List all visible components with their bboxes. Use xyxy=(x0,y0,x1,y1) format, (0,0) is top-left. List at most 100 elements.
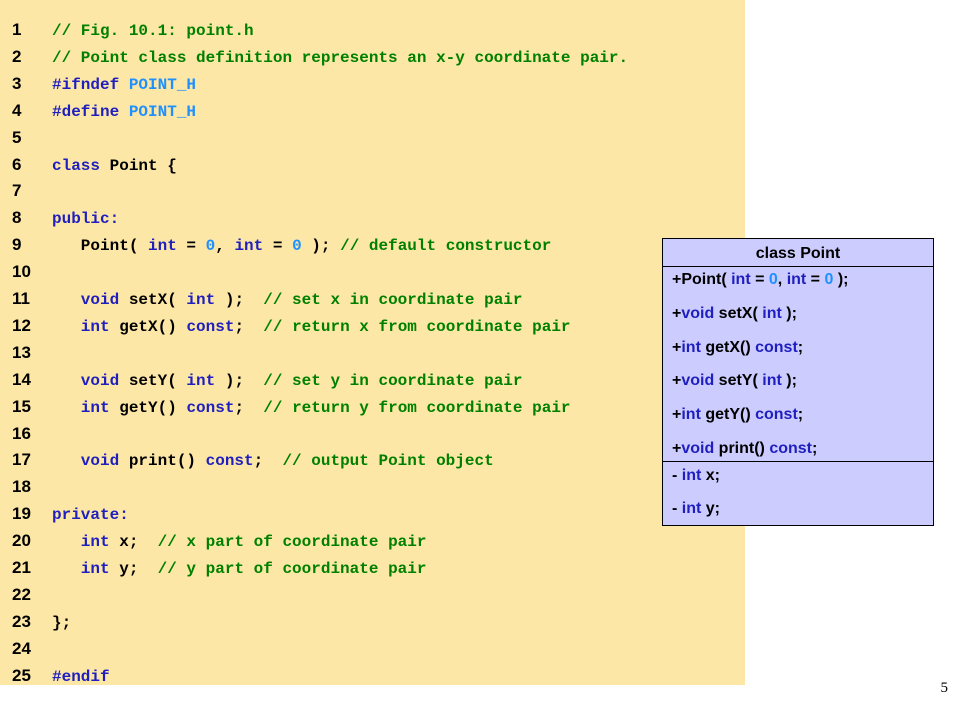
code-line: 3 #ifndef POINT_H xyxy=(0,74,745,100)
code-line: 1 // Fig. 10.1: point.h xyxy=(0,20,745,46)
uml-token: + xyxy=(672,406,682,424)
code-token: }; xyxy=(52,613,72,632)
line-number: 2 xyxy=(12,46,22,66)
code-token: // output Point object xyxy=(282,452,494,471)
code-token: POINT_H xyxy=(128,102,197,121)
code-line: 15 int getY() const; // return y from co… xyxy=(0,397,745,423)
line-number: 1 xyxy=(12,20,22,39)
line-number: 23 xyxy=(12,611,31,631)
uml-token: getY() xyxy=(700,406,756,424)
uml-operation: +Point( int = 0, int = 0 ); xyxy=(672,271,848,293)
code-text: // Fig. 10.1: point.h xyxy=(52,22,254,40)
code-token: // Fig. 10.1: point.h xyxy=(52,22,254,40)
uml-class-diagram: class Point +Point( int = 0, int = 0 );+… xyxy=(662,238,934,526)
code-token: void xyxy=(52,371,129,390)
uml-operation: +void setX( int ); xyxy=(672,305,797,327)
code-token: #ifndef xyxy=(52,75,129,94)
code-token: private: xyxy=(52,506,129,525)
code-line: 11 void setX( int ); // set x in coordin… xyxy=(0,289,745,315)
code-token: // return y from coordinate pair xyxy=(263,398,571,417)
code-token: int xyxy=(148,237,177,256)
uml-operation: +int getY() const; xyxy=(672,406,803,428)
uml-token: = xyxy=(750,271,769,288)
line-number: 21 xyxy=(12,558,31,577)
code-token: public: xyxy=(52,210,120,229)
uml-token: const xyxy=(755,406,798,424)
line-number: 9 xyxy=(12,235,22,255)
code-token: getY() xyxy=(119,398,187,417)
code-token: // set x in coordinate pair xyxy=(263,291,523,309)
code-token: ); xyxy=(215,291,264,309)
code-text: void setX( int ); // set x in coordinate… xyxy=(52,291,523,309)
uml-token: getX() xyxy=(700,338,756,356)
line-number: 3 xyxy=(12,73,22,93)
uml-operation: +void print() const; xyxy=(672,440,817,462)
uml-token: ); xyxy=(781,304,797,322)
code-token: // Point class definition represents an … xyxy=(52,48,629,67)
uml-token: int xyxy=(731,271,751,288)
code-line: 24 xyxy=(0,639,745,665)
code-line: 17 void print() const; // output Point o… xyxy=(0,450,745,476)
code-token: int xyxy=(52,317,120,336)
slide-number: 5 xyxy=(940,680,949,696)
code-line: 12 int getX() const; // return x from co… xyxy=(0,316,745,342)
code-text: // Point class definition represents an … xyxy=(52,49,628,67)
code-text: #ifndef POINT_H xyxy=(52,76,196,94)
code-token: Point( xyxy=(52,237,149,256)
uml-token: - xyxy=(672,500,682,517)
uml-attribute: - int x; xyxy=(672,467,720,489)
code-token: void xyxy=(52,291,129,309)
uml-token: +Point( xyxy=(672,271,732,288)
uml-operation: +void setY( int ); xyxy=(672,372,797,394)
uml-token: 0 xyxy=(824,271,834,288)
code-token: = xyxy=(263,237,293,256)
code-text: int getY() const; // return y from coord… xyxy=(52,399,571,417)
code-token: ; xyxy=(234,398,264,417)
code-text: Point( int = 0, int = 0 ); // default co… xyxy=(52,237,552,256)
line-number: 4 xyxy=(12,100,22,120)
code-token: ); xyxy=(215,371,264,390)
code-token: #endif xyxy=(52,667,110,686)
uml-token: int xyxy=(762,372,782,390)
code-line: 5 xyxy=(0,128,745,154)
code-text: void print() const; // output Point obje… xyxy=(52,452,494,470)
code-token: setY( xyxy=(128,371,187,390)
code-token: ; xyxy=(234,317,264,336)
code-text: private: xyxy=(52,506,129,524)
code-token: int xyxy=(186,371,216,390)
line-number: 15 xyxy=(12,396,31,416)
uml-token: setY( xyxy=(714,372,763,390)
code-token: class xyxy=(52,156,110,175)
uml-token: + xyxy=(672,338,682,356)
uml-token: print() xyxy=(714,440,770,457)
code-listing-panel: 1 // Fig. 10.1: point.h 2 // Point class de… xyxy=(0,0,745,686)
code-token: = xyxy=(176,237,206,256)
line-number: 12 xyxy=(12,315,31,335)
uml-token: + xyxy=(672,440,682,457)
line-number: 5 xyxy=(12,127,22,147)
uml-token: int xyxy=(681,500,702,517)
code-line: 25#endif xyxy=(0,666,745,692)
code-token: // x part of coordinate pair xyxy=(157,533,427,552)
code-token: int xyxy=(234,237,264,256)
code-token: ; xyxy=(253,452,283,471)
code-line: 2 // Point class definition represents an… xyxy=(0,47,745,73)
code-line: 22 xyxy=(0,585,745,611)
line-number: 24 xyxy=(12,638,31,658)
code-token: 0 xyxy=(292,237,302,256)
code-token: const xyxy=(205,452,254,471)
uml-token: , xyxy=(777,271,787,288)
uml-token: setX( xyxy=(714,304,763,322)
code-text: }; xyxy=(52,614,71,632)
uml-token: int xyxy=(786,271,807,288)
uml-token: ; xyxy=(812,440,818,457)
uml-token: = xyxy=(806,271,825,288)
code-text: #endif xyxy=(52,668,110,686)
code-token: setX( xyxy=(128,291,187,309)
code-token: print() xyxy=(128,452,206,471)
uml-token: ); xyxy=(833,271,849,288)
uml-token: int xyxy=(681,467,702,484)
code-token: // default constructor xyxy=(340,237,552,256)
